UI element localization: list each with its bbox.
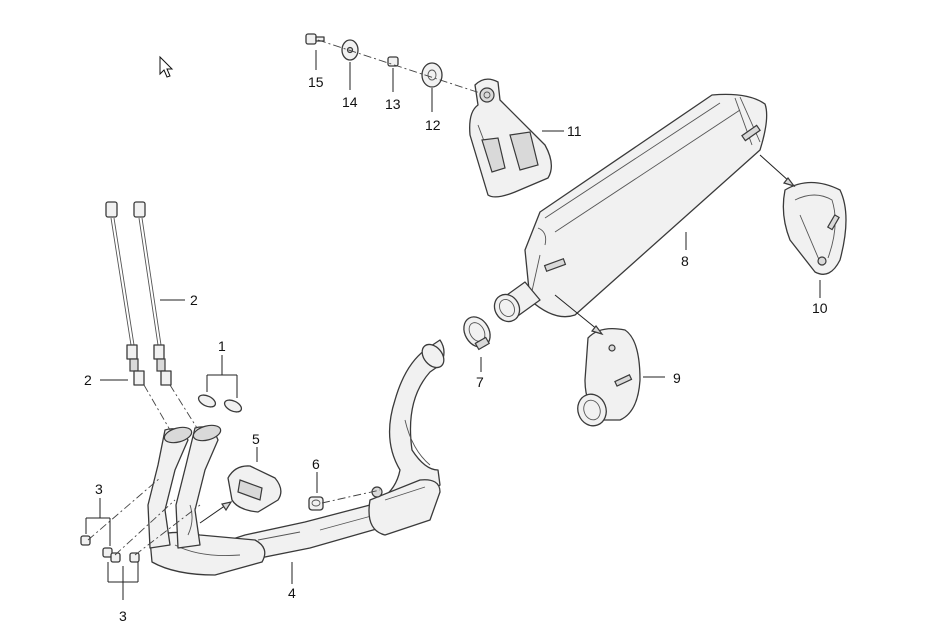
gasket-pair[interactable] (197, 393, 244, 415)
callout-12: 12 (425, 117, 441, 133)
silencer-body[interactable] (524, 93, 768, 318)
fastener-grommet[interactable] (421, 62, 443, 88)
leader-lines (85, 50, 821, 600)
inlet-cover[interactable] (573, 327, 641, 430)
fastener-spacer[interactable] (387, 56, 399, 67)
flange-nuts[interactable] (80, 535, 140, 563)
fastener-bolt[interactable] (305, 33, 325, 45)
callout-7: 7 (476, 374, 484, 390)
callout-11: 11 (567, 123, 582, 139)
callout-13: 13 (385, 96, 401, 112)
callout-2-lower: 2 (84, 372, 92, 388)
callout-8: 8 (681, 253, 689, 269)
lambda-sensor-right[interactable] (133, 201, 172, 386)
exhaust-header[interactable] (147, 339, 448, 576)
mouse-pointer-icon (159, 55, 174, 78)
callout-labels: 1 2 2 3 3 4 5 6 7 8 9 10 11 12 13 14 15 (84, 74, 828, 624)
sensor-plug[interactable] (308, 496, 324, 511)
silencer-bracket[interactable] (469, 78, 552, 198)
arrow-lines (199, 154, 796, 524)
callout-1: 1 (218, 338, 226, 354)
silencer-inlet[interactable] (490, 281, 541, 326)
callout-9: 9 (673, 370, 681, 386)
callout-3-lower: 3 (119, 608, 127, 624)
callout-14: 14 (342, 94, 358, 110)
callout-4: 4 (288, 585, 296, 601)
callout-15: 15 (308, 74, 324, 90)
heat-shield[interactable] (227, 465, 282, 513)
lambda-sensor-left[interactable] (105, 201, 145, 386)
callout-6: 6 (312, 456, 320, 472)
pipe-clamp[interactable] (459, 312, 496, 352)
silencer-end-cap[interactable] (782, 181, 847, 275)
callout-3-upper: 3 (95, 481, 103, 497)
callout-10: 10 (812, 300, 828, 316)
callout-2-upper: 2 (190, 292, 198, 308)
callout-5: 5 (252, 431, 260, 447)
